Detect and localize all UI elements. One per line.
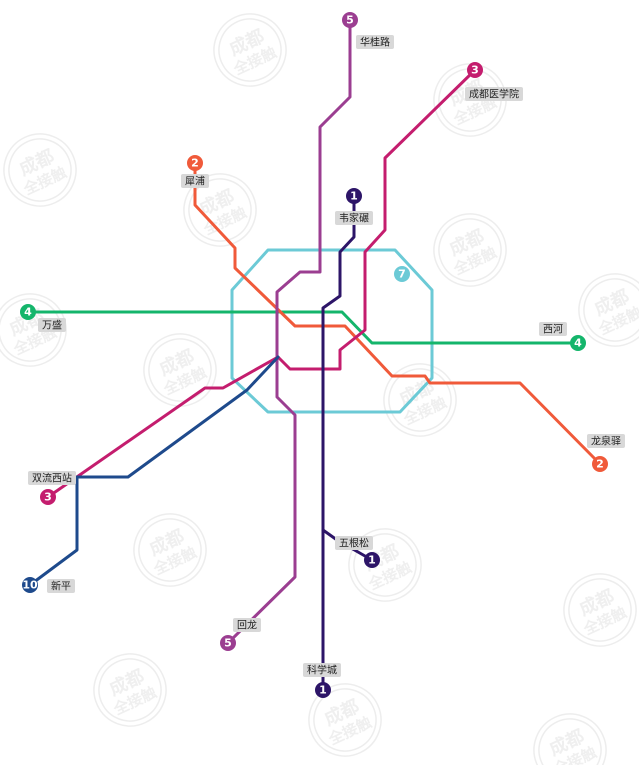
station-line-1: 1 韦家碾: [335, 188, 373, 225]
line-badge-number: 4: [574, 337, 582, 350]
line-5-route: [226, 18, 352, 645]
station-line-4: 4 万盛: [20, 304, 66, 332]
line-badge-number: 1: [319, 684, 327, 697]
station-label: 龙泉驿: [591, 435, 621, 448]
line-badge-number: 5: [224, 637, 232, 650]
line-badge: [220, 635, 236, 651]
station-line-2: 2 犀浦: [181, 155, 209, 188]
station-label: 科学城: [307, 664, 337, 677]
line-badge: [364, 552, 380, 568]
line-4-route: [26, 310, 580, 345]
station-label-box: [587, 434, 625, 448]
station-line-5: 5 华桂路: [342, 12, 394, 49]
line-badge: [346, 188, 362, 204]
station-line-3: 3 双流西站: [28, 471, 76, 505]
line-badge: [570, 335, 586, 351]
line-2-route: [193, 161, 602, 466]
line-badge-number: 5: [346, 14, 354, 27]
station-label: 成都医学院: [469, 88, 519, 101]
station-label-box: [47, 579, 75, 593]
station-label-box: [335, 211, 373, 225]
station-label: 新平: [51, 580, 71, 593]
station-label-box: [181, 174, 209, 188]
station-label-box: [356, 35, 394, 49]
line-10-route: [28, 355, 280, 587]
station-label: 五根松: [339, 537, 369, 550]
station-label-box: [28, 471, 76, 485]
line-badge-number: 10: [22, 579, 38, 592]
line-badge-number: 1: [368, 554, 376, 567]
line-badge-number: 3: [44, 491, 52, 504]
line-badge: [315, 682, 331, 698]
station-line-1: 1 五根松: [335, 536, 380, 568]
station-label: 华桂路: [360, 36, 390, 49]
line-3-route: [46, 68, 477, 499]
station-label: 西河: [543, 324, 563, 336]
line-badge-number: 3: [471, 64, 479, 77]
station-label: 万盛: [42, 319, 62, 332]
station-label: 回龙: [237, 619, 257, 632]
station-label-box: [38, 318, 66, 332]
line-7-route: [230, 248, 434, 414]
station-line-10: 10 新平: [22, 577, 75, 593]
line-badge-number: 4: [24, 306, 32, 319]
line-badge: [592, 456, 608, 472]
station-label-box: [233, 618, 261, 632]
line-badge-number: 2: [596, 458, 604, 471]
station-label-box: [539, 322, 567, 336]
station-line-1: 1 科学城: [303, 663, 341, 698]
station-layer: 5 华桂路 3 成都医学院 2 犀浦 1 韦家碾 7 4 万盛 4 西河 2 龙泉驿 3 双流西站 1 五根松 10 新…: [20, 12, 625, 698]
station-label-box: [303, 663, 341, 677]
line-badge: [20, 304, 36, 320]
station-label: 韦家碾: [339, 212, 369, 225]
station-line-3: 3 成都医学院: [465, 62, 523, 101]
station-label: 双流西站: [32, 472, 72, 485]
line-badge: [187, 155, 203, 171]
line-badge: [394, 266, 410, 282]
station-line-4: 4 西河: [539, 322, 586, 351]
line-badge-number: 1: [350, 190, 358, 203]
station-line-2: 2 龙泉驿: [587, 434, 625, 472]
line-badge-number: 2: [191, 157, 199, 170]
station-line-7: 7: [394, 266, 410, 282]
station-line-5: 5 回龙: [220, 618, 261, 651]
station-label: 犀浦: [185, 175, 205, 188]
line-badge: [22, 577, 38, 593]
line-badge: [342, 12, 358, 28]
line-1-route: [321, 194, 356, 692]
line-badge-number: 7: [398, 268, 406, 281]
line-badge: [40, 489, 56, 505]
station-label-box: [465, 87, 523, 101]
line-badge: [467, 62, 483, 78]
station-label-box: [335, 536, 373, 550]
